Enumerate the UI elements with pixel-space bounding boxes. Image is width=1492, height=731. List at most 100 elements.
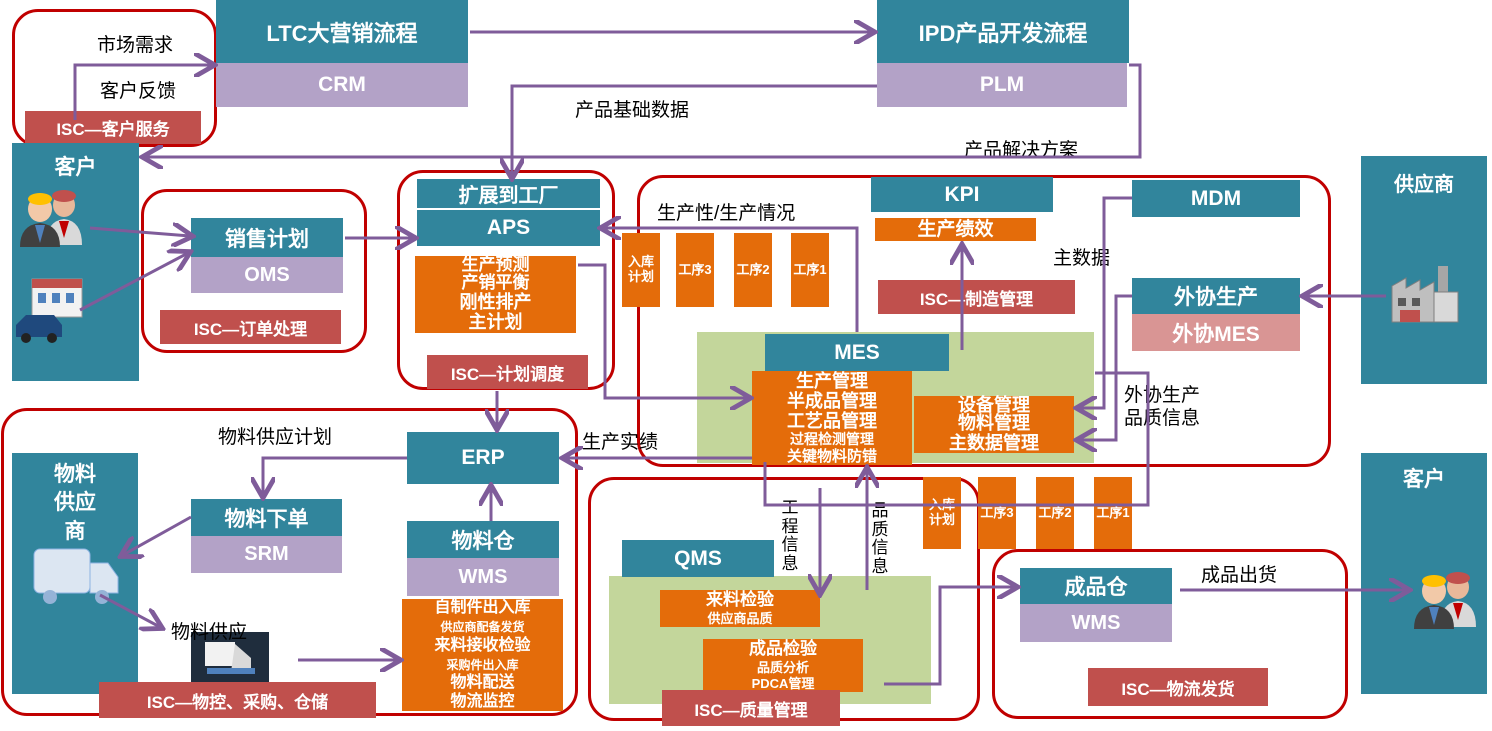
isc-customer-service: ISC—客户服务 — [25, 111, 201, 144]
mdm-title: MDM — [1132, 180, 1300, 217]
label-productivity: 生产性/生产情况 — [657, 203, 796, 224]
arrow-feedback-crm — [73, 65, 212, 120]
aps-item-scheduling: 刚性排产 — [415, 292, 576, 312]
mwh-item-purchase: 采购件出入库 — [402, 657, 563, 674]
aps-item-master-plan: 主计划 — [415, 312, 576, 333]
supplier-panel: 供应商 — [1361, 156, 1487, 384]
qms-supplier-quality: 供应商品质 — [660, 610, 820, 627]
proc-top-step1: 工序1 — [791, 233, 829, 307]
erp-title: ERP — [407, 432, 559, 484]
mwh-item-incoming-inspect: 来料接收检验 — [402, 636, 563, 657]
kpi-production-performance: 生产绩效 — [875, 218, 1036, 241]
customer-right-label: 客户 — [1403, 468, 1445, 491]
mes-material-mgmt: 物料管理 — [914, 414, 1074, 433]
qms-pdca: PDCA管理 — [703, 676, 863, 692]
mwh-item-logistics: 物流监控 — [402, 693, 563, 711]
group-sales — [141, 189, 367, 353]
label-material-supply: 物料供应 — [171, 622, 248, 643]
mes-title: MES — [765, 334, 949, 371]
label-master-data: 主数据 — [1053, 248, 1111, 269]
aps-item-forecast: 生产预测 — [415, 256, 576, 274]
qms-final-inspection: 成品检验 — [703, 639, 863, 659]
proc-bottom-step2: 工序2 — [1036, 477, 1074, 549]
mwh-item-selfmade: 自制件出入库 — [402, 599, 563, 618]
outsource-title: 外协生产 — [1132, 278, 1300, 314]
mes-key-material: 关键物料防错 — [752, 448, 912, 465]
isc-material-control: ISC—物控、采购、仓储 — [99, 682, 376, 718]
arrow-customer-sales — [89, 228, 190, 236]
proc-bottom-step3: 工序3 — [978, 477, 1016, 549]
aps-extend-factory: 扩展到工厂 — [417, 179, 600, 208]
label-production-result: 生产实绩 — [582, 432, 659, 453]
ltc-title: LTC大营销流程 — [216, 0, 468, 63]
label-outsource-quality: 外协生产品质信息 — [1124, 385, 1201, 429]
qms-title: QMS — [622, 540, 774, 577]
label-market-demand: 市场需求 — [97, 35, 174, 56]
isc-quality-mgmt: ISC—质量管理 — [662, 690, 840, 726]
material-supplier-label: 物料供应商 — [54, 463, 96, 543]
arrow-truck-forklift — [99, 593, 160, 627]
isc-manufacturing: ISC—制造管理 — [878, 280, 1075, 314]
customer-right-people-icon — [1414, 572, 1476, 629]
qms-quality-analysis: 品质分析 — [703, 659, 863, 676]
isc-logistics-shipping: ISC—物流发货 — [1088, 668, 1268, 706]
mes-master-data-mgmt: 主数据管理 — [914, 433, 1074, 453]
isc-order-processing: ISC—订单处理 — [160, 310, 341, 344]
arrow-mdm-mes — [1079, 196, 1132, 408]
label-product-base-data: 产品基础数据 — [575, 100, 690, 121]
ipd-title: IPD产品开发流程 — [877, 0, 1129, 63]
ipd-plm: PLM — [877, 63, 1127, 107]
mes-process-inspection: 过程检测管理 — [752, 431, 912, 448]
material-order-srm: SRM — [191, 536, 342, 573]
qms-incoming-inspection: 来料检验 — [660, 590, 820, 610]
arrow-base-data-aps — [512, 84, 877, 176]
store-vehicle-icon — [16, 278, 83, 343]
proc-top-step3: 工序3 — [676, 233, 714, 307]
aps-item-balance: 产销平衡 — [415, 274, 576, 292]
arrow-order-supplier — [123, 515, 192, 555]
group-finished-wh — [992, 549, 1348, 719]
aps-title: APS — [417, 210, 600, 246]
kpi-title: KPI — [871, 177, 1053, 212]
label-process-info: 工程信息 — [781, 498, 799, 574]
arrow-productivity-aps — [603, 228, 859, 332]
proc-bottom-step1: 工序1 — [1094, 477, 1132, 549]
arrow-outsource-mes — [1079, 294, 1132, 440]
arrow-solution-customer — [145, 63, 1142, 157]
label-material-supply-plan: 物料供应计划 — [218, 427, 333, 448]
ltc-crm: CRM — [216, 63, 468, 107]
delivery-truck-icon — [33, 548, 119, 604]
supplier-label: 供应商 — [1394, 174, 1454, 196]
customer-people-icon — [20, 190, 82, 247]
mwh-item-supplier-ship: 供应商配备发货 — [402, 618, 563, 636]
material-wh-wms: WMS — [407, 558, 559, 596]
sales-plan-title: 销售计划 — [191, 218, 343, 257]
label-finished-shipping: 成品出货 — [1201, 565, 1278, 586]
label-customer-feedback: 客户反馈 — [100, 81, 177, 102]
factory-icon — [1391, 266, 1459, 323]
mes-craft-mgmt: 工艺品管理 — [752, 411, 912, 431]
finished-wh-title: 成品仓 — [1020, 568, 1172, 604]
proc-bottom-warehouse-plan: 入库计划 — [923, 477, 961, 549]
mes-production-mgmt: 生产管理 — [752, 371, 912, 391]
mwh-item-distribution: 物料配送 — [402, 674, 563, 693]
arrow-aps-mes — [578, 263, 748, 398]
isc-planning: ISC—计划调度 — [427, 355, 588, 389]
mes-equipment-mgmt: 设备管理 — [914, 395, 1074, 414]
arrow-store-sales — [79, 253, 188, 312]
sales-oms: OMS — [191, 257, 343, 293]
arrow-erp-order — [263, 456, 407, 495]
customer-left-panel: 客户 — [12, 143, 139, 381]
line-mes-bottom-loop — [763, 371, 1150, 507]
material-wh-title: 物料仓 — [407, 521, 559, 558]
outsource-mes: 外协MES — [1132, 314, 1300, 351]
finished-wh-wms: WMS — [1020, 604, 1172, 642]
mes-semi-product-mgmt: 半成品管理 — [752, 391, 912, 411]
customer-left-label: 客户 — [54, 156, 97, 179]
customer-right-panel: 客户 — [1361, 453, 1487, 694]
material-order-title: 物料下单 — [191, 499, 342, 536]
forklift-icon — [191, 632, 269, 688]
proc-top-warehouse-plan: 入库计划 — [622, 233, 660, 307]
group-mes — [637, 175, 1331, 467]
